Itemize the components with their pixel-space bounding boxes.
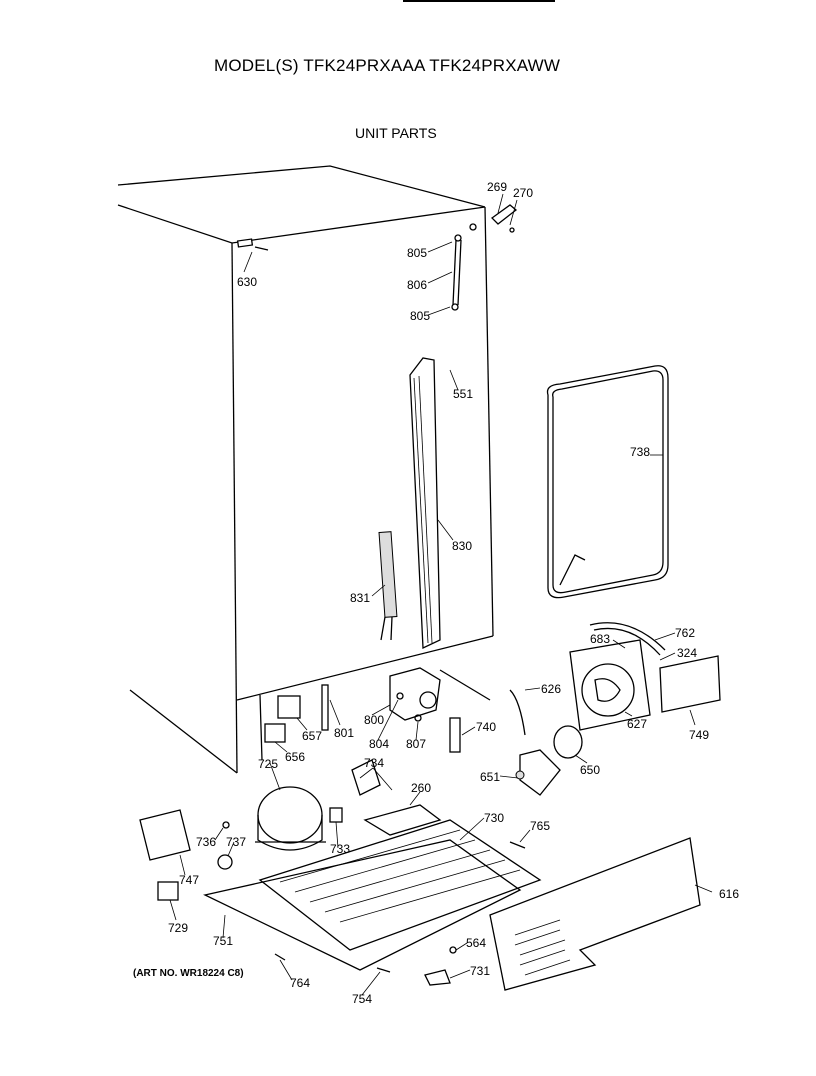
part-label-805-bottom: 805 (410, 309, 430, 323)
hinge-bracket (491, 204, 518, 233)
part-label-751: 751 (213, 934, 233, 948)
fan-assembly (569, 622, 666, 731)
part-label-627: 627 (627, 717, 647, 731)
part-label-651: 651 (480, 770, 500, 784)
leader-lines (169, 193, 713, 996)
condenser-coil (258, 819, 542, 951)
part-label-683: 683 (590, 632, 610, 646)
part-label-551: 551 (453, 387, 473, 401)
part-label-269: 269 (487, 180, 507, 194)
part-label-260: 260 (411, 781, 431, 795)
relay-parts (264, 684, 329, 743)
heater-strip (378, 531, 398, 641)
part-label-800: 800 (364, 713, 384, 727)
rear-grille (489, 837, 701, 991)
part-label-630: 630 (237, 275, 257, 289)
part-label-626: 626 (541, 682, 561, 696)
defrost-timer (389, 667, 491, 721)
fan-motor (515, 725, 583, 796)
part-label-830: 830 (452, 539, 472, 553)
page-title: MODEL(S) TFK24PRXAAA TFK24PRXAWW (214, 56, 561, 75)
part-label-765: 765 (530, 819, 550, 833)
part-label-807: 807 (406, 737, 426, 751)
part-label-725: 725 (258, 757, 278, 771)
part-label-805-top: 805 (407, 246, 427, 260)
part-label-764: 764 (290, 976, 310, 990)
evaporator-channel (409, 357, 441, 650)
part-label-754: 754 (352, 992, 372, 1006)
part-label-749: 749 (689, 728, 709, 742)
part-label-650: 650 (580, 763, 600, 777)
part-label-734: 734 (364, 756, 384, 770)
part-label-731: 731 (470, 964, 490, 978)
cabinet (117, 165, 494, 774)
art-number-note: (ART NO. WR18224 C8) (133, 968, 244, 979)
part-label-736: 736 (196, 835, 216, 849)
part-label-738: 738 (630, 445, 650, 459)
part-label-831: 831 (350, 591, 370, 605)
part-label-656: 656 (285, 750, 305, 764)
part-label-730: 730 (484, 811, 504, 825)
base-pan (203, 839, 522, 971)
top-rule (403, 0, 555, 2)
part-label-740: 740 (476, 720, 496, 734)
part-label-801: 801 (334, 726, 354, 740)
part-label-657: 657 (302, 729, 322, 743)
part-label-733: 733 (330, 842, 350, 856)
part-label-616: 616 (719, 887, 739, 901)
part-label-747: 747 (179, 873, 199, 887)
small-parts (139, 689, 526, 986)
section-title: UNIT PARTS (355, 125, 437, 141)
drain-tube (451, 234, 462, 311)
mount-bracket (659, 655, 721, 713)
part-label-804: 804 (369, 737, 389, 751)
part-label-324: 324 (677, 646, 697, 660)
part-label-806: 806 (407, 278, 427, 292)
part-label-270: 270 (513, 186, 533, 200)
compressor (255, 786, 326, 851)
part-label-564: 564 (466, 936, 486, 950)
part-label-729: 729 (168, 921, 188, 935)
part-label-737: 737 (226, 835, 246, 849)
part-label-762: 762 (675, 626, 695, 640)
part-labels: 269 270 805 806 805 630 551 738 830 831 … (168, 180, 739, 1006)
gasket-loop (546, 365, 669, 599)
